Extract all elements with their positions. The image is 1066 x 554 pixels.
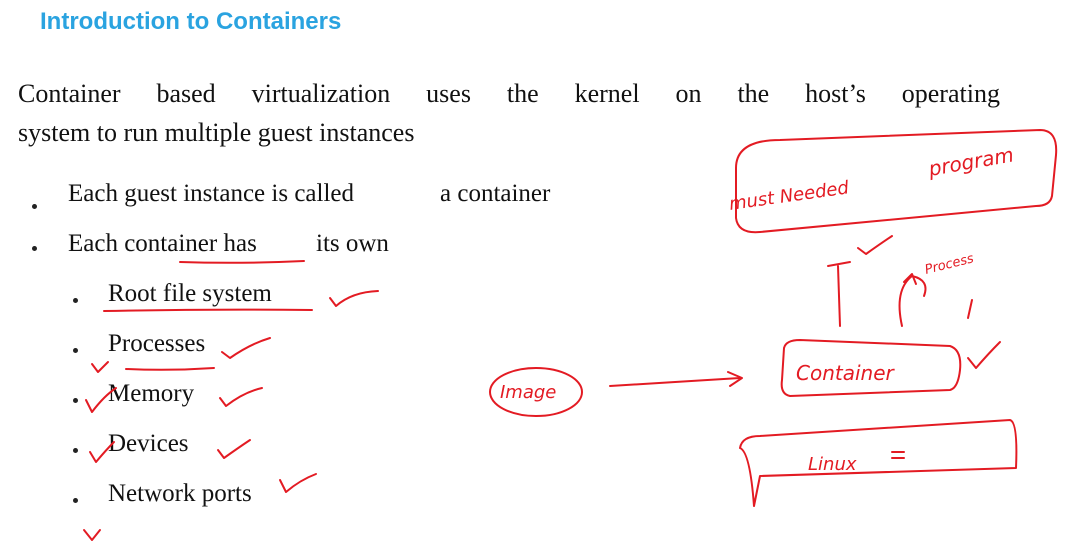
- container-box: [780, 339, 962, 397]
- bullet-dot: [32, 204, 37, 209]
- process-loop: [898, 275, 927, 327]
- sub-bullet-dot: [73, 348, 78, 353]
- intro-line-2: system to run multiple guest instances: [18, 118, 415, 147]
- intro-word: Container: [18, 79, 121, 108]
- sub-bullet-memory: Memory: [108, 380, 195, 407]
- bullet-2-prefix: Each container has: [68, 230, 257, 257]
- check-mark-icon: [329, 290, 379, 307]
- bullet-dot: [32, 246, 37, 251]
- underline-processes: [125, 367, 215, 371]
- check-mark-icon: [83, 529, 101, 541]
- sub-bullet-devices: Devices: [108, 430, 189, 457]
- check-mark-icon: [217, 439, 251, 459]
- intro-line-1: Container based virtualization uses the …: [18, 74, 1000, 113]
- check-mark-icon: [857, 235, 893, 255]
- intro-word: on: [675, 79, 702, 108]
- sub-bullet-root-fs: Root file system: [108, 280, 272, 307]
- image-to-container-arrow: [609, 377, 741, 387]
- bullet-2-suffix: its own: [316, 230, 389, 257]
- page-title: Introduction to Containers: [40, 8, 342, 35]
- intro-word: based: [156, 79, 216, 108]
- intro-paragraph: Container based virtualization uses the …: [18, 74, 1000, 152]
- image-label: Image: [500, 382, 556, 403]
- check-mark-icon: [221, 337, 271, 359]
- check-mark-icon: [219, 387, 263, 407]
- image-circle: [489, 367, 583, 417]
- intro-word: the: [737, 79, 770, 108]
- sub-bullet-network-ports: Network ports: [108, 480, 252, 507]
- intro-word: uses: [426, 79, 471, 108]
- check-mark-icon: [967, 341, 1001, 369]
- linux-box: [739, 419, 1018, 507]
- linux-label: Linux: [808, 454, 857, 475]
- must-needed-label: must Needed: [728, 177, 851, 215]
- tick-mark: [967, 299, 973, 319]
- intro-word: virtualization: [251, 79, 391, 108]
- intro-word: the: [506, 79, 539, 108]
- check-mark-icon: [91, 361, 109, 373]
- sub-bullet-dot: [73, 448, 78, 453]
- container-label: Container: [796, 361, 896, 385]
- up-arrow-head-icon: [827, 261, 851, 267]
- intro-word: kernel: [574, 79, 640, 108]
- underline-root-fs: [103, 308, 313, 312]
- up-arrow-line: [837, 265, 841, 327]
- intro-word: host’s: [805, 79, 866, 108]
- equals-mark: [891, 451, 905, 459]
- process-label: Process: [923, 251, 975, 278]
- sub-bullet-processes: Processes: [108, 330, 206, 357]
- underline-container-has: [179, 260, 305, 264]
- check-mark-icon: [279, 473, 317, 493]
- sub-bullet-dot: [73, 498, 78, 503]
- sub-bullet-dot: [73, 398, 78, 403]
- bullet-1-suffix: a container: [440, 180, 551, 207]
- intro-word: operating: [901, 79, 1000, 108]
- bullet-1-prefix: Each guest instance is called: [68, 180, 354, 207]
- arrow-head-icon: [727, 371, 743, 387]
- process-arrow-icon: [903, 273, 917, 285]
- sub-bullet-dot: [73, 298, 78, 303]
